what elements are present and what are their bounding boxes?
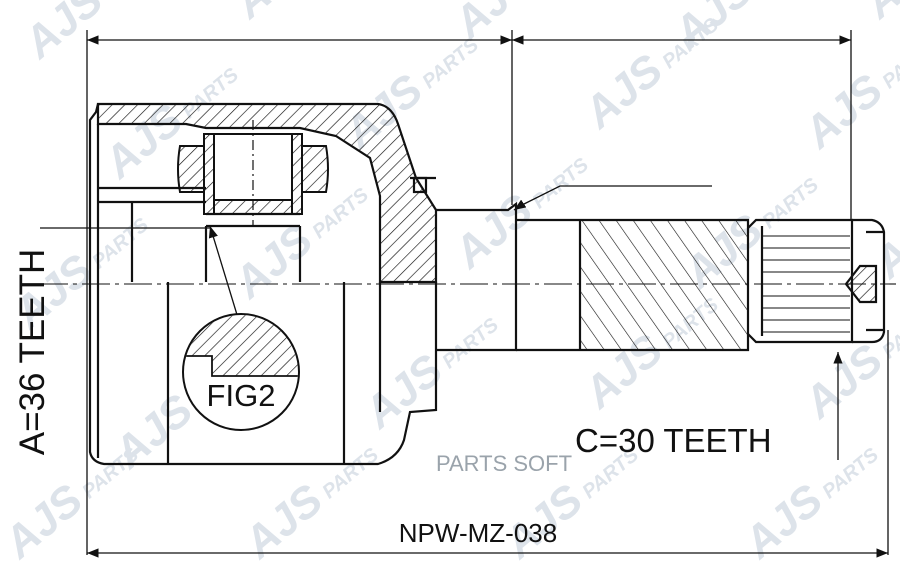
svg-text:PARTS: PARTS <box>818 444 883 504</box>
svg-text:AJS: AJS <box>234 475 332 563</box>
svg-text:AJS: AJS <box>444 185 542 278</box>
overlay-watermark-text: PARTS SOFT <box>436 451 572 476</box>
svg-text:PARTS: PARTS <box>318 444 383 504</box>
teeth-count-c: C=30 TEETH <box>575 422 772 459</box>
svg-text:AJS: AJS <box>574 45 672 138</box>
svg-text:PARTS: PARTS <box>878 34 900 94</box>
svg-text:AJS: AJS <box>224 215 322 308</box>
fig2-label: FIG2 <box>207 378 276 413</box>
svg-text:PARTS: PARTS <box>528 154 593 214</box>
svg-text:PARTS: PARTS <box>758 174 823 234</box>
svg-text:AJS: AJS <box>0 475 92 563</box>
svg-text:AJS: AJS <box>794 65 892 158</box>
part-number: NPW-MZ-038 <box>399 518 557 548</box>
svg-text:PARTS: PARTS <box>418 34 483 94</box>
svg-text:PARTS: PARTS <box>878 304 900 364</box>
joint-housing <box>88 102 438 466</box>
svg-text:AJS: AJS <box>354 345 452 438</box>
svg-text:AJS: AJS <box>854 0 900 28</box>
fig2-callout <box>182 313 300 431</box>
svg-text:AJS: AJS <box>734 475 832 563</box>
svg-text:AJS: AJS <box>794 335 892 428</box>
svg-text:AJS: AJS <box>224 0 322 28</box>
svg-text:PARTS: PARTS <box>98 0 163 3</box>
output-shaft <box>410 176 886 352</box>
tripod-roller <box>177 120 329 226</box>
svg-text:PARTS: PARTS <box>438 314 503 374</box>
teeth-count-a: A=36 TEETH <box>13 249 52 456</box>
dimension-lines <box>40 30 889 558</box>
svg-text:AJS: AJS <box>14 0 112 68</box>
